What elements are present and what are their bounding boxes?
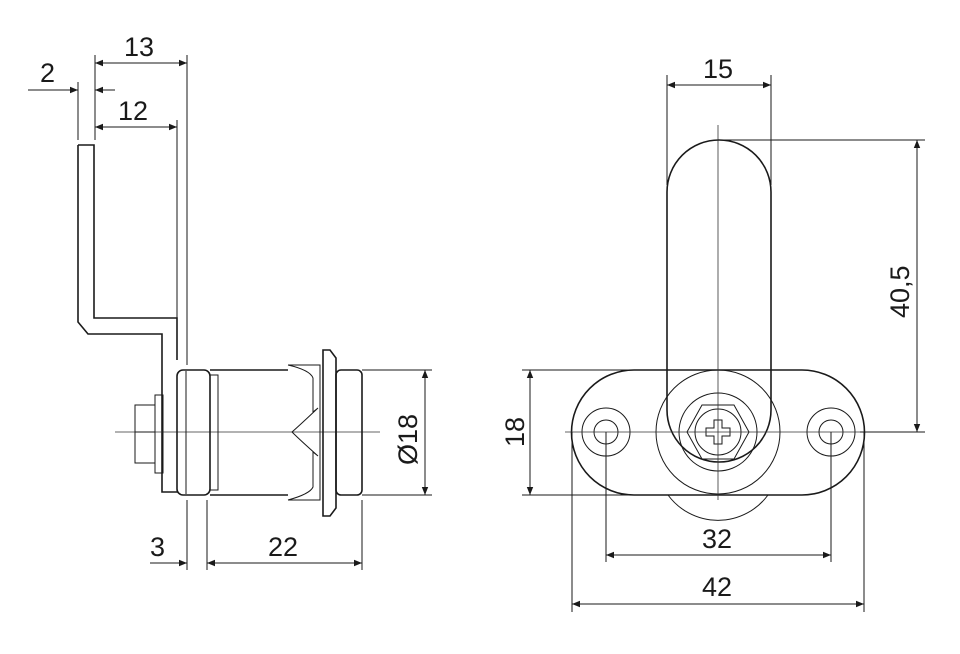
dim-42: 42 xyxy=(702,572,732,602)
flange xyxy=(322,349,337,517)
dim-22: 22 xyxy=(268,532,298,562)
base-plate xyxy=(570,369,866,496)
lock-body xyxy=(210,369,288,496)
dim-18: 18 xyxy=(500,417,530,447)
front-view: 15 40,5 18 32 42 xyxy=(500,54,925,612)
cam-lever-front xyxy=(666,139,772,463)
dim-12: 12 xyxy=(118,96,148,126)
dim-2: 2 xyxy=(40,58,55,88)
lock-front xyxy=(335,369,363,496)
dim-15: 15 xyxy=(703,54,733,84)
cam-lever xyxy=(77,144,178,493)
dim-3: 3 xyxy=(150,532,165,562)
dim-32: 32 xyxy=(702,524,732,554)
lock-body-rear xyxy=(176,369,211,496)
dim-40-5: 40,5 xyxy=(885,265,915,318)
dim-13: 13 xyxy=(124,32,154,62)
phillips-screw-icon xyxy=(705,419,731,445)
dim-diameter-18: Ø18 xyxy=(393,414,423,465)
side-view: 13 2 12 3 22 Ø18 xyxy=(28,32,432,570)
nut xyxy=(134,394,164,474)
